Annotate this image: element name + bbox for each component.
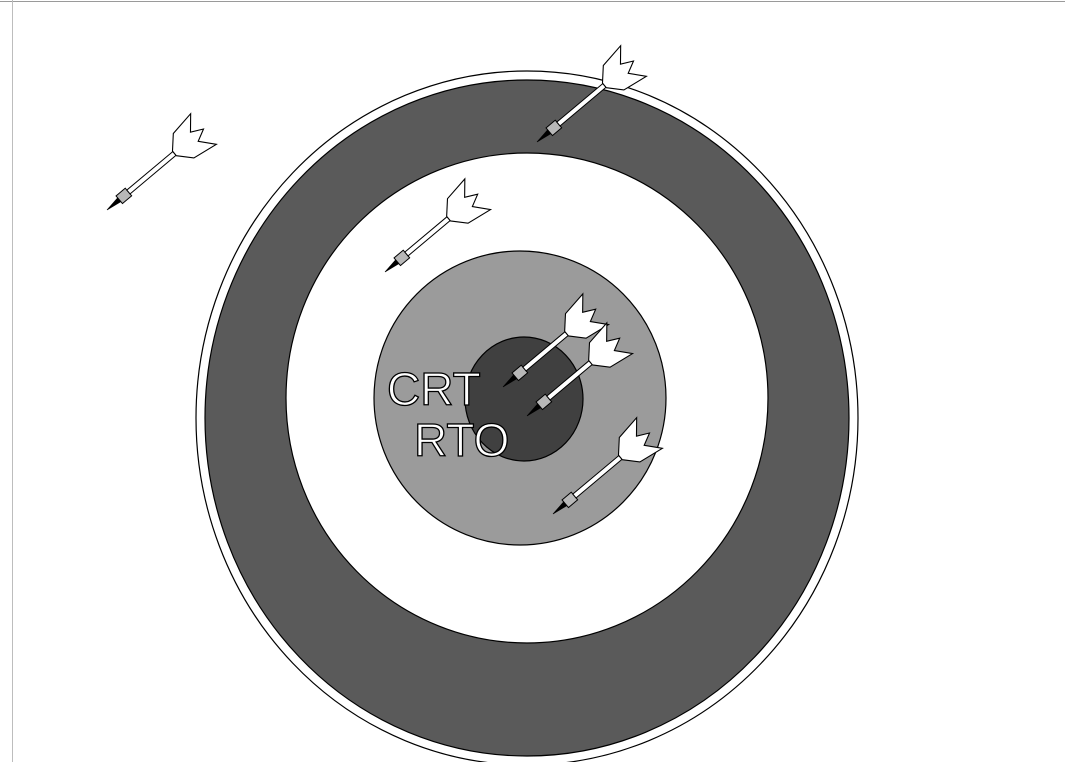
dart-tip: [106, 197, 122, 211]
label-rto: RTO: [414, 414, 509, 466]
dart: [502, 292, 611, 388]
dart-flight: [617, 416, 664, 463]
label-crt: CRT: [387, 363, 481, 415]
dart: [552, 416, 664, 515]
dart-flight: [588, 321, 635, 368]
dart-flight: [446, 177, 493, 224]
dart: [526, 321, 635, 417]
target: [195, 70, 859, 762]
dart: [536, 44, 648, 143]
dart: [106, 112, 218, 211]
darts-group: [106, 44, 664, 515]
dart-flight: [601, 44, 648, 91]
dart-shaft: [126, 150, 177, 195]
dart-flight: [564, 292, 611, 339]
dart-flight: [171, 112, 218, 159]
target-bullseye: [464, 336, 584, 462]
dart: [384, 177, 493, 273]
